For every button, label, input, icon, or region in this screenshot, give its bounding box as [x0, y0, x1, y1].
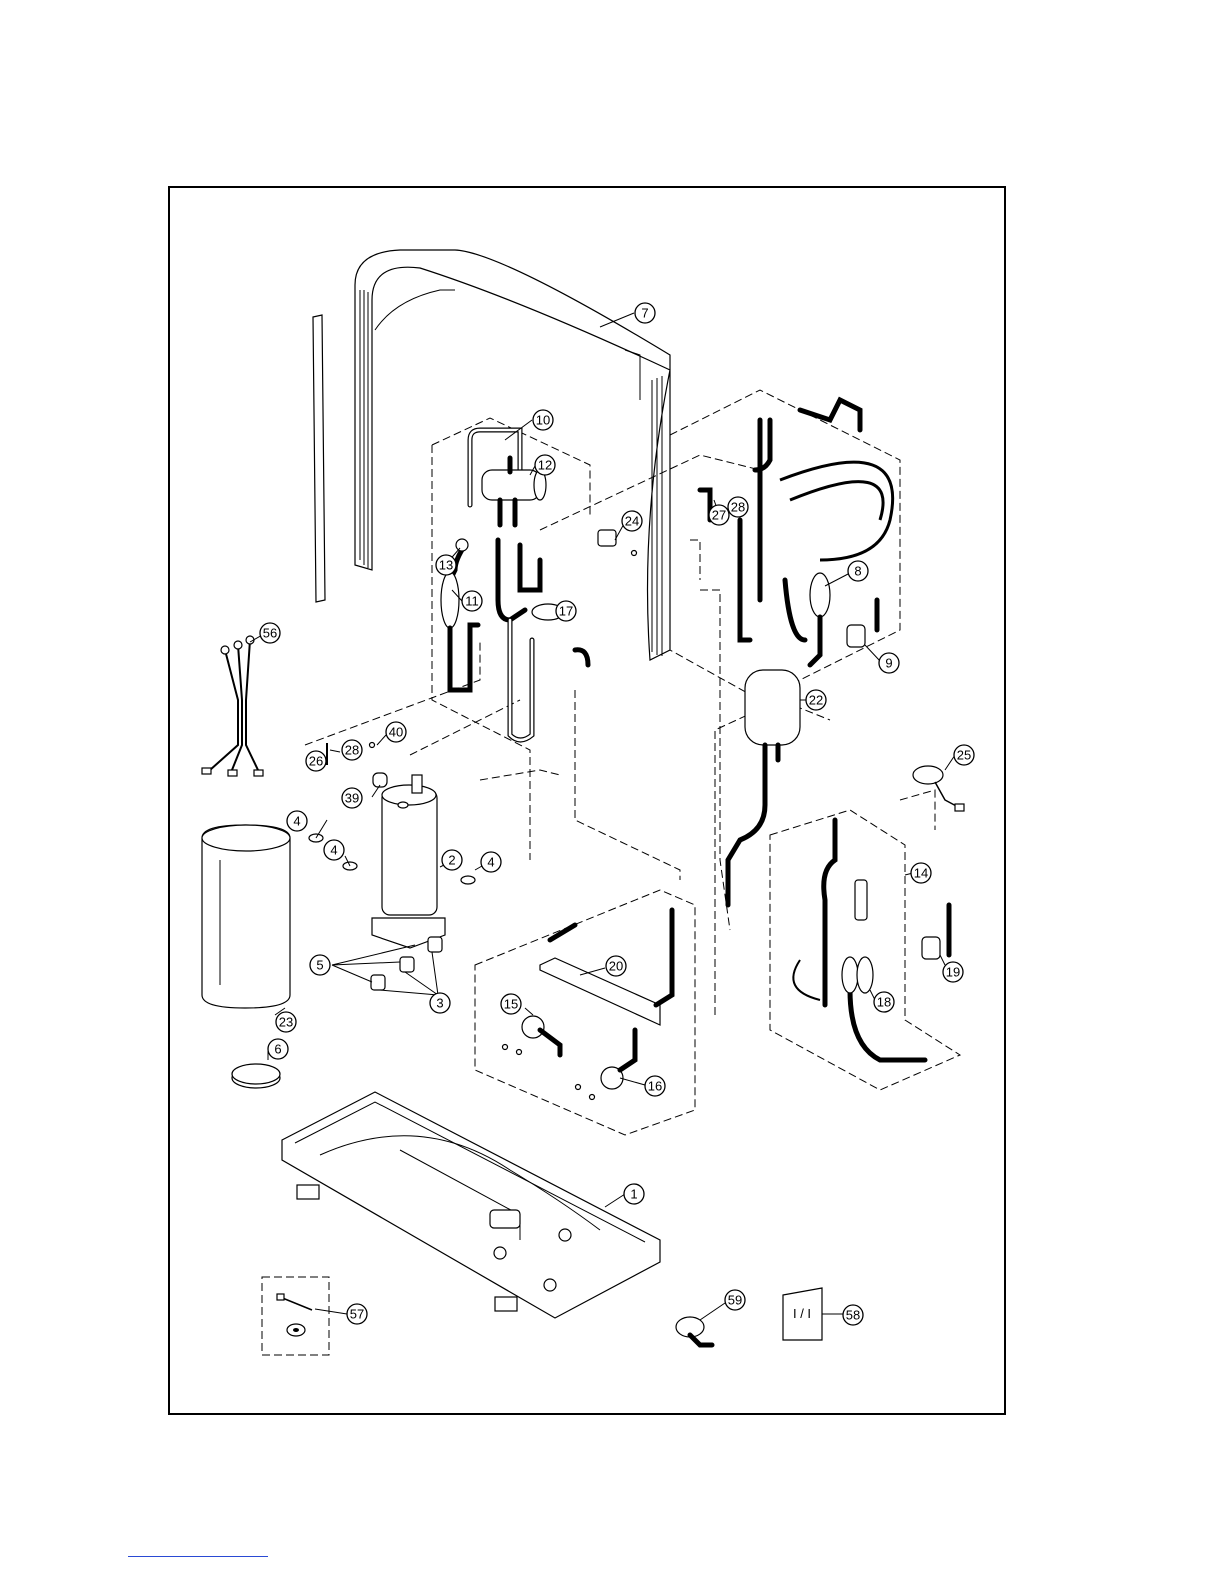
callout-26: 26: [306, 751, 326, 771]
callout-23: 23: [276, 1012, 296, 1032]
manual-label: I / I: [793, 1306, 811, 1321]
svg-text:23: 23: [279, 1015, 293, 1030]
callout-20: 20: [606, 956, 626, 976]
bushing-59: [676, 1317, 712, 1345]
callout-10: 10: [533, 410, 553, 430]
grommet-c: [371, 975, 385, 990]
svg-text:28: 28: [731, 500, 745, 515]
svg-text:14: 14: [914, 866, 928, 881]
svg-text:12: 12: [538, 458, 552, 473]
svg-text:19: 19: [946, 965, 960, 980]
callout-16: 16: [645, 1076, 665, 1096]
callout-6: 6: [268, 1039, 288, 1059]
svg-text:40: 40: [389, 725, 403, 740]
callout-28b: 28: [342, 740, 362, 760]
svg-text:5: 5: [316, 958, 323, 973]
svg-text:15: 15: [504, 997, 518, 1012]
callout-4b: 4: [324, 840, 344, 860]
screw-40: [370, 743, 375, 748]
callout-1: 1: [624, 1184, 644, 1204]
svg-text:17: 17: [559, 604, 573, 619]
svg-text:26: 26: [309, 754, 323, 769]
manual-booklet: I / I: [783, 1288, 822, 1340]
callout-58: 58: [843, 1305, 863, 1325]
svg-text:24: 24: [625, 514, 639, 529]
svg-text:13: 13: [439, 558, 453, 573]
nut-4c: [461, 876, 475, 884]
condenser-coil: [355, 250, 670, 660]
accumulator: [745, 670, 800, 745]
sensor-25: [913, 766, 943, 784]
valve-coil-19: [922, 937, 940, 959]
callout-13: 13: [436, 555, 456, 575]
valve-coil-9: [847, 625, 865, 647]
callout-11: 11: [462, 591, 482, 611]
svg-text:58: 58: [846, 1308, 860, 1323]
callout-5: 5: [310, 955, 330, 975]
callout-24: 24: [622, 511, 642, 531]
svg-text:56: 56: [263, 626, 277, 641]
svg-text:28: 28: [345, 743, 359, 758]
callout-40: 40: [386, 722, 406, 742]
svg-text:20: 20: [609, 959, 623, 974]
callout-39: 39: [342, 788, 362, 808]
callout-7: 7: [635, 303, 655, 323]
wire-harness: [202, 636, 263, 776]
grommet-a: [428, 937, 442, 952]
svg-text:39: 39: [345, 791, 359, 806]
svg-text:7: 7: [641, 306, 648, 321]
sensor-24: [598, 530, 616, 546]
grommet-b: [400, 957, 414, 972]
svg-text:9: 9: [885, 656, 892, 671]
callout-17: 17: [556, 601, 576, 621]
callout-2: 2: [442, 850, 462, 870]
accessory-kit-box: [262, 1277, 329, 1355]
svg-text:18: 18: [877, 995, 891, 1010]
callout-9: 9: [879, 653, 899, 673]
svg-text:59: 59: [728, 1293, 742, 1308]
callout-8: 8: [848, 561, 868, 581]
svg-text:3: 3: [436, 996, 443, 1011]
callout-59: 59: [725, 1290, 745, 1310]
callout-15: 15: [501, 994, 521, 1014]
callout-14: 14: [911, 863, 931, 883]
svg-text:16: 16: [648, 1079, 662, 1094]
callout-28a: 28: [728, 497, 748, 517]
callout-4a: 4: [287, 811, 307, 831]
svg-text:2: 2: [448, 853, 455, 868]
callout-57: 57: [347, 1304, 367, 1324]
reversing-valve-assembly: [470, 430, 546, 525]
footer-link-underline: [128, 1556, 268, 1557]
callout-22: 22: [806, 690, 826, 710]
svg-text:6: 6: [274, 1042, 281, 1057]
callout-56: 56: [260, 623, 280, 643]
callout-18: 18: [874, 992, 894, 1012]
svg-text:8: 8: [854, 564, 861, 579]
svg-text:4: 4: [330, 843, 337, 858]
callout-27: 27: [709, 505, 729, 525]
compressor: [372, 775, 445, 948]
side-rail: [313, 315, 325, 602]
svg-text:10: 10: [536, 413, 550, 428]
svg-text:1: 1: [630, 1187, 637, 1202]
expansion-valve-assembly: [700, 400, 893, 665]
compressor-heater: [202, 825, 290, 1008]
callout-3: 3: [430, 993, 450, 1013]
callout-4c: 4: [481, 852, 501, 872]
svg-text:25: 25: [957, 748, 971, 763]
callout-12: 12: [535, 455, 555, 475]
callout-19: 19: [943, 962, 963, 982]
svg-text:22: 22: [809, 693, 823, 708]
cap-39: [373, 773, 387, 787]
svg-text:57: 57: [350, 1307, 364, 1322]
svg-text:27: 27: [712, 508, 726, 523]
group-8-boundary: [670, 390, 900, 700]
service-valve-assembly: [503, 910, 673, 1100]
svg-text:4: 4: [293, 814, 300, 829]
svg-text:4: 4: [487, 855, 494, 870]
callout-25: 25: [954, 745, 974, 765]
svg-text:11: 11: [465, 594, 479, 609]
